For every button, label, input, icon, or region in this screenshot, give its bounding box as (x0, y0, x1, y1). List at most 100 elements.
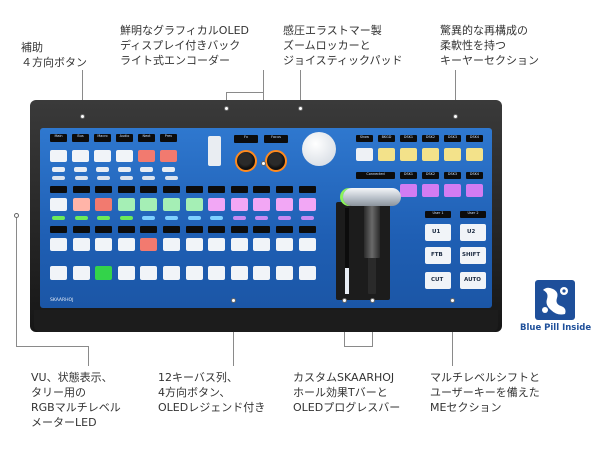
leader-dot (298, 106, 303, 111)
bus-small-button[interactable] (74, 176, 88, 180)
meter-led (278, 216, 291, 220)
auto-button[interactable] (460, 272, 486, 289)
bus-button[interactable] (276, 238, 293, 251)
bus-button[interactable] (163, 238, 180, 251)
leader-line (300, 70, 301, 108)
encoder-knob[interactable] (235, 150, 257, 172)
bus-button[interactable] (95, 238, 113, 251)
cut-label: CUT (431, 277, 444, 283)
bus-oled (140, 226, 158, 233)
callout-vu-leds: VU、状態表示、 タリー用の RGBマルチレベル メーターLED (31, 371, 121, 429)
bus-button[interactable] (298, 266, 316, 280)
aux-small-button[interactable] (140, 167, 153, 172)
bus-button[interactable] (72, 198, 90, 211)
bus-button[interactable] (117, 238, 135, 251)
keyer-button[interactable] (400, 148, 417, 161)
bus-button[interactable] (298, 198, 316, 211)
bus-button[interactable] (253, 238, 271, 251)
bus-button[interactable] (276, 198, 293, 211)
dsk-button[interactable] (422, 184, 439, 197)
bus-button[interactable] (276, 266, 293, 280)
oled-display: Bus (72, 134, 89, 142)
bus-button[interactable] (163, 198, 180, 211)
keyer-button[interactable] (378, 148, 395, 161)
bus-button[interactable] (50, 266, 67, 280)
bus-small-button[interactable] (142, 176, 156, 180)
bus-button[interactable] (185, 266, 203, 280)
bus-small-button[interactable] (165, 176, 178, 180)
aux-small-button[interactable] (74, 167, 87, 172)
aux-button[interactable] (138, 150, 155, 162)
aux-button[interactable] (94, 150, 111, 162)
aux-button[interactable] (116, 150, 133, 162)
bus-button[interactable] (230, 238, 248, 251)
joystick-pad[interactable] (302, 132, 336, 166)
aux-button[interactable] (72, 150, 89, 162)
bus-button[interactable] (185, 198, 203, 211)
cut-button[interactable] (425, 272, 451, 289)
aux-small-button[interactable] (118, 167, 131, 172)
bus-button[interactable] (253, 198, 271, 211)
rocker-pad[interactable] (208, 136, 221, 166)
dsk-button[interactable] (400, 184, 417, 197)
bus-button[interactable] (140, 266, 158, 280)
bus-button[interactable] (140, 198, 158, 211)
keyer-button[interactable] (422, 148, 439, 161)
bus-button[interactable] (95, 266, 113, 280)
leader-dot (80, 114, 85, 119)
bus-button[interactable] (117, 198, 135, 211)
dsk-oled: DSK1 (400, 172, 417, 179)
bus-small-button[interactable] (52, 176, 65, 180)
bus-button[interactable] (208, 238, 226, 251)
dsk-button[interactable] (466, 184, 483, 197)
callout-tbar: カスタムSKAARHOJ ホール効果Tバーと OLEDプログレスバー (293, 371, 401, 414)
aux-small-button[interactable] (96, 167, 109, 172)
bus-oled (95, 226, 113, 233)
bus-button[interactable] (163, 266, 180, 280)
bus-button[interactable] (298, 238, 316, 251)
keyer-button[interactable] (356, 148, 373, 161)
u1-button[interactable] (425, 224, 451, 241)
oled-display: Prev (160, 134, 177, 142)
leader-line (344, 346, 372, 347)
keyer-button[interactable] (466, 148, 483, 161)
u2-button[interactable] (460, 224, 486, 241)
bus-oled (72, 186, 90, 193)
bus-button[interactable] (117, 266, 135, 280)
tbar-handle[interactable] (343, 188, 401, 206)
bus-button[interactable] (95, 198, 113, 211)
leader-line (16, 215, 17, 346)
bus-oled (163, 186, 180, 193)
shift-button[interactable] (460, 247, 486, 264)
leader-dot (370, 298, 375, 303)
aux-small-button[interactable] (52, 167, 65, 172)
bus-button[interactable] (230, 266, 248, 280)
dsk-button[interactable] (444, 184, 461, 197)
bus-small-button[interactable] (119, 176, 133, 180)
bus-button[interactable] (208, 198, 226, 211)
bus-button[interactable] (230, 198, 248, 211)
meter-led (232, 216, 246, 220)
bus-oled (117, 186, 135, 193)
bus-small-button[interactable] (97, 176, 111, 180)
bus-button[interactable] (185, 238, 203, 251)
aux-button[interactable] (50, 150, 67, 162)
bus-oled (230, 186, 248, 193)
status-oled: Connected (356, 172, 395, 179)
bus-button[interactable] (50, 198, 67, 211)
aux-small-button[interactable] (162, 167, 175, 172)
u1-label: U1 (432, 229, 441, 235)
ftb-button[interactable] (425, 247, 451, 264)
bus-button[interactable] (72, 266, 90, 280)
bus-button[interactable] (72, 238, 90, 251)
bus-button[interactable] (253, 266, 271, 280)
leader-dot (342, 298, 347, 303)
bus-button[interactable] (50, 238, 67, 251)
aux-button[interactable] (160, 150, 177, 162)
keyer-button[interactable] (444, 148, 461, 161)
u2-label: U2 (467, 229, 476, 235)
bus-button[interactable] (208, 266, 226, 280)
tbar-lever[interactable] (364, 194, 380, 258)
bus-button[interactable] (140, 238, 158, 251)
encoder-knob[interactable] (265, 150, 287, 172)
